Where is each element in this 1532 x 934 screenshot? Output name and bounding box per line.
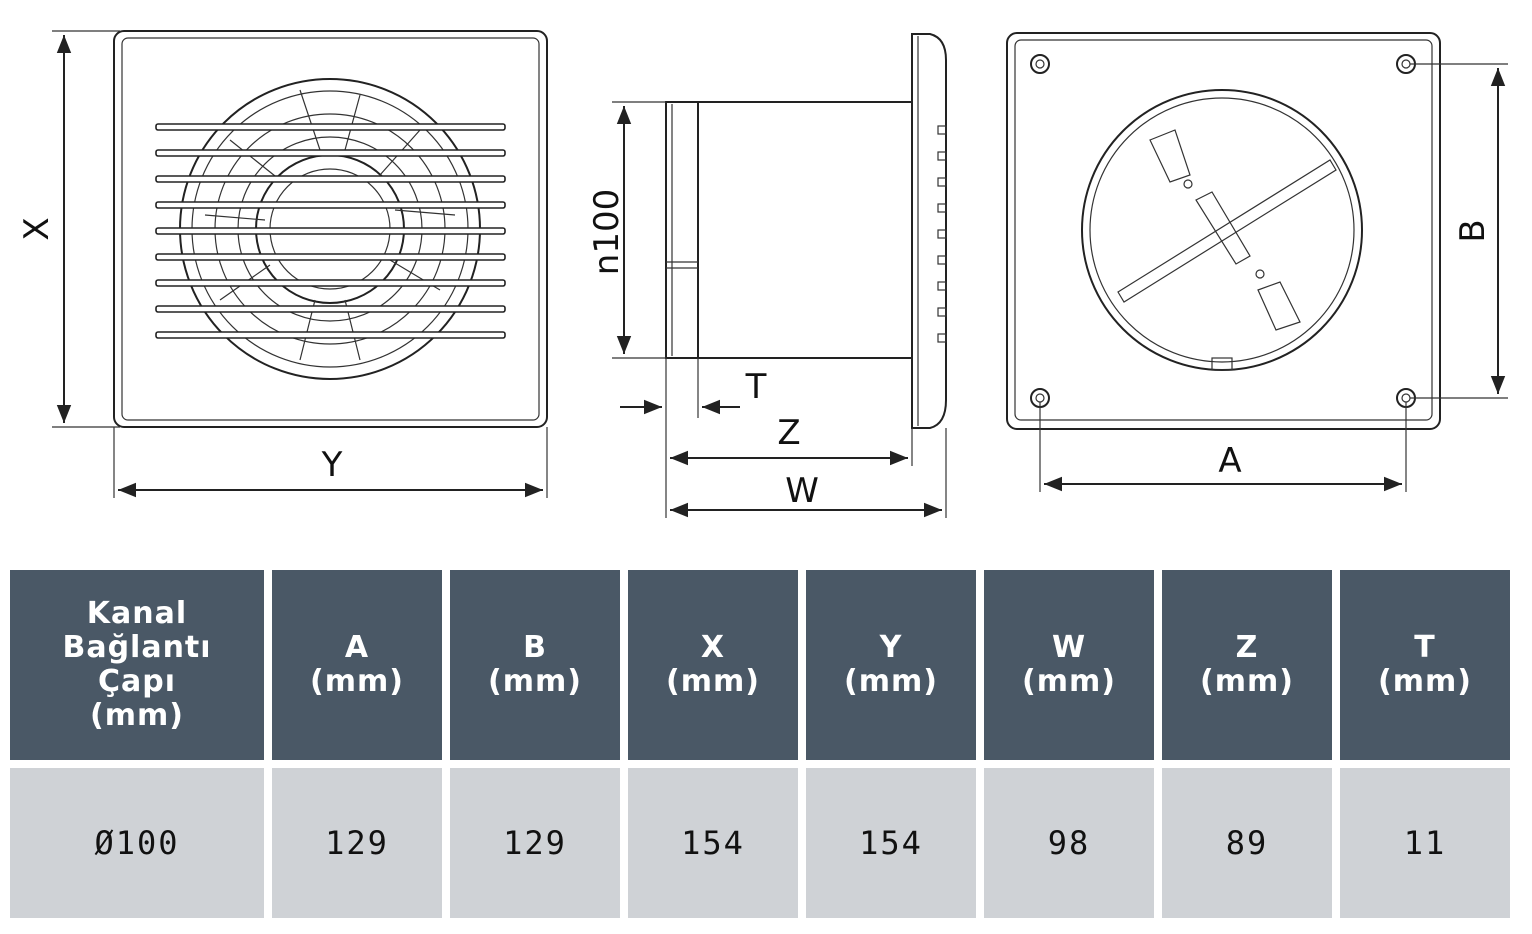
header-line: (mm)	[1378, 664, 1472, 699]
dimension-b: B	[1410, 63, 1508, 399]
header-t: T (mm)	[1340, 570, 1510, 760]
dimension-w: W	[670, 428, 947, 518]
header-duct-diameter: Kanal Bağlantı Çapı (mm)	[10, 570, 264, 760]
header-line: (mm)	[1200, 664, 1294, 699]
header-y: Y (mm)	[806, 570, 976, 760]
spec-table: Kanal Bağlantı Çapı (mm) A (mm) B (mm) X…	[2, 562, 1518, 926]
dimension-z: Z	[665, 413, 913, 518]
label-diameter: n100	[587, 189, 627, 275]
cell-b: 129	[450, 768, 620, 918]
header-line: (mm)	[90, 698, 184, 733]
header-a: A (mm)	[272, 570, 442, 760]
mounting-holes	[1030, 54, 1416, 408]
side-view	[665, 33, 947, 429]
louver-slat	[155, 279, 506, 287]
header-line: Z	[1235, 630, 1259, 665]
dimension-t: T	[620, 358, 767, 418]
dimension-a: A	[1039, 402, 1407, 492]
label-t: T	[745, 367, 767, 407]
header-line: (mm)	[488, 664, 582, 699]
cell-z: 89	[1162, 768, 1332, 918]
header-line: Kanal	[86, 596, 188, 631]
header-line: Bağlantı	[62, 630, 212, 665]
louver-slat	[155, 123, 506, 131]
louver-slat	[155, 201, 506, 209]
header-line: (mm)	[666, 664, 760, 699]
louver-slat	[155, 149, 506, 157]
cell-w: 98	[984, 768, 1154, 918]
dimension-x: X	[17, 30, 120, 428]
header-line: (mm)	[1022, 664, 1116, 699]
cell-x: 154	[628, 768, 798, 918]
cell-t: 11	[1340, 768, 1510, 918]
label-y: Y	[321, 445, 343, 485]
technical-drawing: X Y	[17, 30, 1508, 518]
header-line: T	[1414, 630, 1436, 665]
header-b: B (mm)	[450, 570, 620, 760]
header-line: Y	[879, 630, 903, 665]
header-line: B	[523, 630, 547, 665]
header-w: W (mm)	[984, 570, 1154, 760]
cell-y: 154	[806, 768, 976, 918]
cell-a: 129	[272, 768, 442, 918]
label-z: Z	[777, 413, 800, 453]
header-line: (mm)	[310, 664, 404, 699]
label-b: B	[1453, 219, 1493, 242]
label-w: W	[785, 471, 819, 511]
rear-view	[1006, 32, 1441, 430]
header-line: Çapı	[97, 664, 177, 699]
louver-slat	[155, 227, 506, 235]
louver-slat	[155, 331, 506, 339]
front-view	[113, 30, 548, 428]
label-x: X	[17, 217, 57, 240]
dimension-y: Y	[113, 427, 548, 498]
cell-duct-diameter: Ø100	[10, 768, 264, 918]
louver-slat	[155, 175, 506, 183]
grille-louvers	[155, 123, 506, 339]
header-z: Z (mm)	[1162, 570, 1332, 760]
header-line: X	[700, 630, 726, 665]
header-line: (mm)	[844, 664, 938, 699]
table-row: Ø100 129 129 154 154 98 89 11	[10, 768, 1510, 918]
dimension-diameter: n100	[587, 101, 666, 359]
header-x: X (mm)	[628, 570, 798, 760]
header-row: Kanal Bağlantı Çapı (mm) A (mm) B (mm) X…	[10, 570, 1510, 760]
louver-slat	[155, 305, 506, 313]
louver-slat	[155, 253, 506, 261]
label-a: A	[1218, 441, 1241, 481]
header-line: A	[344, 630, 370, 665]
header-line: W	[1051, 630, 1087, 665]
